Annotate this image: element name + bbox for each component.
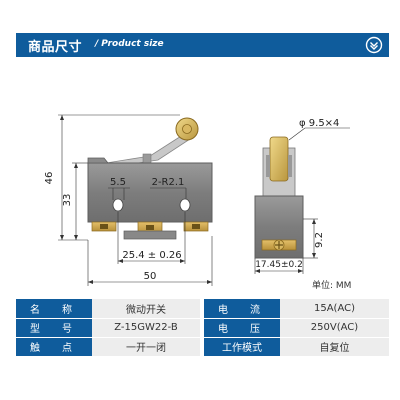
dim-width: 50	[144, 271, 157, 282]
front-dimension-lines	[58, 114, 213, 286]
roller-axle	[182, 124, 192, 134]
unit-note: 单位: MM	[312, 281, 352, 291]
dim-pin-spacing: 25.4 ± 0.26	[122, 250, 181, 261]
front-dimension-arrows	[60, 115, 212, 284]
terminal-com-screw	[100, 224, 108, 229]
side-dimension-arrows	[255, 219, 316, 273]
spec-key: 电 压	[204, 318, 280, 338]
dim-roller: φ 9.5×4	[299, 118, 339, 129]
dim-height-body: 33	[62, 194, 73, 207]
terminal-nc-screw	[192, 224, 200, 229]
dim-height-total: 46	[44, 172, 55, 185]
spec-key: 名 称	[16, 299, 92, 319]
chevron-down-circle-icon[interactable]	[365, 36, 383, 54]
spec-key: 型 号	[16, 318, 92, 338]
spec-gap	[200, 299, 204, 319]
switch-front-view	[87, 117, 213, 240]
side-axle-right	[288, 155, 292, 177]
spec-row: 名 称 微动开关 电 流 15A(AC)	[16, 299, 389, 319]
spec-gap	[200, 318, 204, 338]
section-subtitle-text: Product size	[101, 39, 164, 49]
spec-row: 触 点 一开一闭 工作模式 自复位	[16, 337, 389, 357]
title-slash: /	[95, 39, 99, 49]
side-screw-cross	[275, 241, 283, 249]
body-top-left	[87, 157, 109, 164]
terminal-no-screw	[146, 225, 154, 230]
spec-value: 一开一闭	[92, 337, 200, 357]
section-title: 商品尺寸	[28, 40, 83, 55]
mounting-hole-left	[112, 198, 124, 212]
product-dimension-drawing: 46 33 5.5 2-R2.1 25.4 ± 0.26 50 φ 9.5×4 …	[44, 114, 350, 286]
side-dimension-lines	[254, 127, 350, 274]
spec-value: 250V(AC)	[280, 318, 389, 338]
spec-row: 型 号 Z-15GW22-B 电 压 250V(AC)	[16, 318, 389, 338]
section-subtitle: /Product size	[95, 39, 164, 49]
spec-value: 自复位	[280, 337, 389, 357]
switch-body	[87, 162, 213, 223]
spec-value: Z-15GW22-B	[92, 318, 200, 338]
mounting-hole-right	[179, 198, 191, 212]
side-roller	[269, 136, 289, 182]
dim-side-height: 9.2	[314, 232, 325, 248]
spec-value: 微动开关	[92, 299, 200, 319]
spec-key: 触 点	[16, 337, 92, 357]
switch-side-view	[254, 136, 304, 259]
spec-table: 名 称 微动开关 电 流 15A(AC) 型 号 Z-15GW22-B 电 压 …	[16, 299, 389, 357]
spec-key: 电 流	[204, 299, 280, 319]
body-base	[123, 230, 177, 240]
section-header: 商品尺寸 /Product size	[16, 33, 389, 57]
spec-key: 工作模式	[204, 337, 280, 357]
dim-hole-offset: 5.5	[110, 177, 126, 188]
plunger	[142, 153, 152, 164]
dim-side-width: 17.45±0.2	[255, 260, 303, 270]
spec-gap	[200, 337, 204, 357]
spec-value: 15A(AC)	[280, 299, 389, 319]
dim-radius: 2-R2.1	[152, 177, 185, 188]
side-axle-left	[266, 155, 270, 177]
